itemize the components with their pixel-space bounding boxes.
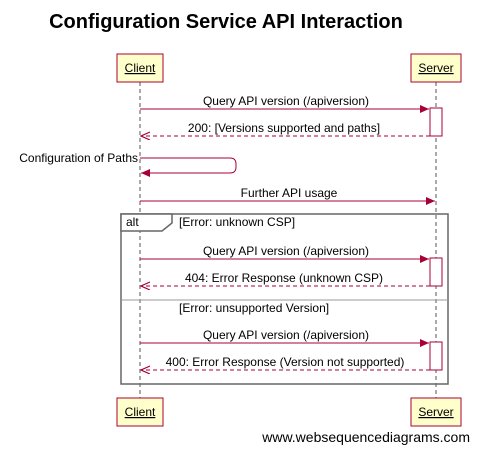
message-8-label: 400: Error Response (Version not support… bbox=[166, 355, 405, 369]
client-actor-bottom-label: Client bbox=[125, 405, 156, 419]
alt-guard-unknown-csp: [Error: unknown CSP] bbox=[179, 215, 295, 229]
alt-fragment-box bbox=[120, 213, 449, 385]
diagram-title: Configuration Service API Interaction bbox=[49, 11, 403, 33]
server-actor-bottom: Server bbox=[410, 397, 462, 427]
server-actor-bottom-box bbox=[410, 397, 462, 427]
server-activation-1 bbox=[429, 107, 443, 137]
server-activation-3 bbox=[429, 341, 443, 371]
client-actor-top: Client bbox=[116, 53, 164, 83]
message-6-label: 404: Error Response (unknown CSP) bbox=[185, 271, 383, 285]
server-actor-top-label: Server bbox=[418, 61, 453, 75]
footer-watermark: www.websequencediagrams.com bbox=[261, 429, 470, 445]
alt-operator-label: alt bbox=[126, 215, 139, 229]
client-actor-top-label: Client bbox=[125, 61, 156, 75]
alt-fragment: alt [Error: unknown CSP] [Error: unsuppo… bbox=[120, 213, 449, 385]
message-3-self-arrow bbox=[140, 157, 237, 177]
alt-guard-unsupported-version: [Error: unsupported Version] bbox=[179, 301, 329, 315]
message-5-label: Query API version (/apiversion) bbox=[203, 244, 369, 258]
server-actor-top: Server bbox=[410, 53, 462, 83]
message-7-label: Query API version (/apiversion) bbox=[203, 328, 369, 342]
message-4-label: Further API usage bbox=[241, 186, 338, 200]
alt-operator-tab bbox=[120, 213, 173, 232]
client-actor-bottom-box bbox=[116, 397, 164, 427]
message-1-label: Query API version (/apiversion) bbox=[203, 94, 369, 108]
message-2-label: 200: [Versions supported and paths] bbox=[188, 121, 380, 135]
client-actor-bottom: Client bbox=[116, 397, 164, 427]
client-actor-top-box bbox=[116, 53, 164, 83]
message-3-label: Configuration of Paths bbox=[19, 151, 138, 165]
server-actor-top-box bbox=[410, 53, 462, 83]
server-activation-2 bbox=[429, 257, 443, 287]
server-actor-bottom-label: Server bbox=[418, 405, 453, 419]
